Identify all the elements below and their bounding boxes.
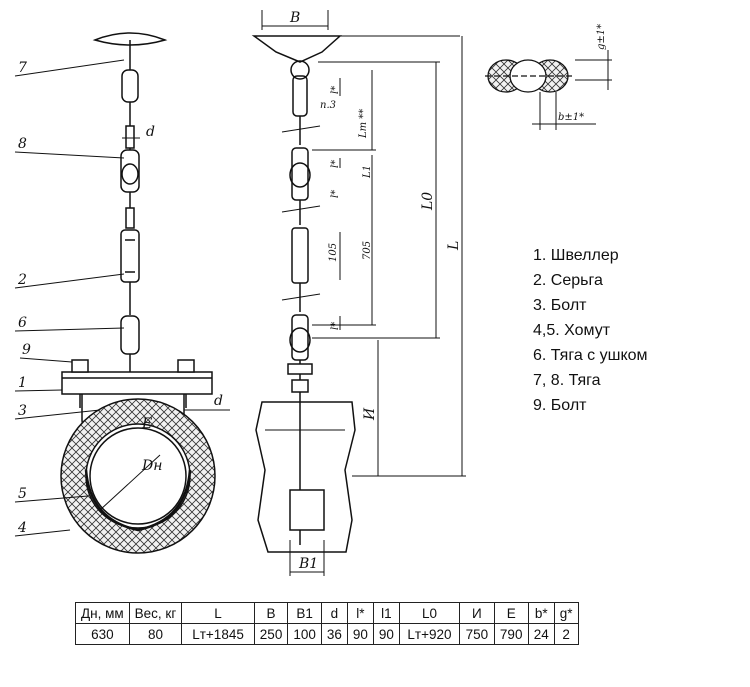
pipe-side: [255, 401, 356, 553]
table-header: d: [320, 602, 348, 624]
table-header: l*: [346, 602, 374, 624]
callout-2: 2: [17, 272, 27, 288]
table-header-row: Дн, мм Вес, кг L B B1 d l* l1 L0 И E b* …: [75, 602, 579, 624]
table-cell: 90: [372, 623, 400, 645]
table-cell: 80: [128, 623, 183, 645]
callout-6: 6: [18, 315, 27, 331]
dim-l-2: l*: [330, 160, 341, 168]
legend-item: 7, 8. Тяга: [533, 372, 601, 389]
table-header: L0: [398, 602, 460, 624]
hanger-assembly-drawing: 7 8 2 6 9 1 3 5 4 d d E Dн B n.3 Lт ** l…: [14, 10, 612, 576]
link-8: [120, 149, 140, 193]
callout-labels: 7 8 2 6 9 1 3 5 4: [17, 60, 31, 536]
table-cell: 90: [346, 623, 374, 645]
link-7: [121, 69, 139, 103]
dimension-labels: d d E Dн B n.3 Lт ** l* l* l* l* L1 L0 L…: [141, 10, 607, 572]
callout-3: 3: [18, 403, 27, 419]
table-cell: 2: [553, 623, 579, 645]
table-cell: Lт+1845: [181, 623, 255, 645]
dim-l-1: l*: [330, 86, 341, 94]
table-header: Вес, кг: [128, 602, 183, 624]
table-cell: 36: [320, 623, 348, 645]
legend-item: 2. Серьга: [533, 272, 603, 289]
legend-item: 6. Тяга с ушком: [533, 347, 648, 364]
callout-4: 4: [17, 520, 27, 536]
clamp-side: [289, 489, 325, 531]
dim-d-clamp: d: [214, 393, 223, 409]
table-header: g*: [553, 602, 579, 624]
table-cell: 790: [493, 623, 529, 645]
dim-L0: L0: [420, 192, 436, 211]
table-header: b*: [527, 602, 555, 624]
dim-l-4: l*: [330, 322, 341, 330]
legend-item: 4,5. Хомут: [533, 322, 611, 339]
dim-B: B: [289, 10, 300, 26]
dim-B1: B1: [298, 556, 318, 572]
legend-item: 9. Болт: [533, 397, 587, 414]
dim-E: E: [141, 416, 152, 432]
dim-Lt: Lт **: [358, 109, 369, 139]
callout-leaders: [14, 59, 230, 537]
table-cell: 750: [458, 623, 495, 645]
parts-legend: 1. Швеллер 2. Серьга 3. Болт 4,5. Хомут …: [533, 243, 648, 418]
table-header: B1: [287, 602, 322, 624]
side-view: [251, 10, 356, 576]
callout-7: 7: [18, 60, 27, 76]
dim-L: L: [446, 241, 462, 251]
callout-9: 9: [22, 342, 31, 358]
table-cell: Lт+920: [398, 623, 460, 645]
table-header: Дн, мм: [75, 602, 130, 624]
table-header: E: [493, 602, 529, 624]
dim-l-3: l*: [330, 190, 341, 198]
dim-705: 705: [362, 241, 373, 260]
dim-I: И: [362, 407, 378, 421]
dim-Dn: Dн: [141, 458, 162, 474]
link-section-detail: [485, 50, 612, 130]
table-cell: 250: [253, 623, 289, 645]
dimension-lines: [312, 35, 466, 477]
table-header: И: [458, 602, 495, 624]
table-header: l1: [372, 602, 400, 624]
dim-105: 105: [328, 243, 339, 262]
callout-8: 8: [18, 136, 27, 152]
top-plate: [92, 32, 168, 46]
table-header: B: [253, 602, 289, 624]
table-cell: 100: [287, 623, 322, 645]
eye-rod-6: [120, 315, 140, 355]
table-cell: 630: [75, 623, 130, 645]
callout-5: 5: [18, 486, 27, 502]
legend-item: 1. Швеллер: [533, 247, 619, 264]
dim-L1: L1: [362, 165, 373, 179]
dim-g: g±1*: [596, 24, 607, 50]
dim-n3: n.3: [320, 100, 336, 111]
table-row: 630 80 Lт+1845 250 100 36 90 90 Lт+920 7…: [75, 623, 579, 645]
dim-b: b±1*: [558, 112, 584, 123]
spec-table: Дн, мм Вес, кг L B B1 d l* l1 L0 И E b* …: [75, 602, 579, 645]
front-view: [60, 32, 216, 554]
table-cell: 24: [527, 623, 555, 645]
legend-item: 3. Болт: [533, 297, 587, 314]
channel-1: [61, 371, 213, 395]
callout-1: 1: [18, 375, 27, 391]
table-header: L: [181, 602, 255, 624]
dim-d-top: d: [146, 124, 155, 140]
